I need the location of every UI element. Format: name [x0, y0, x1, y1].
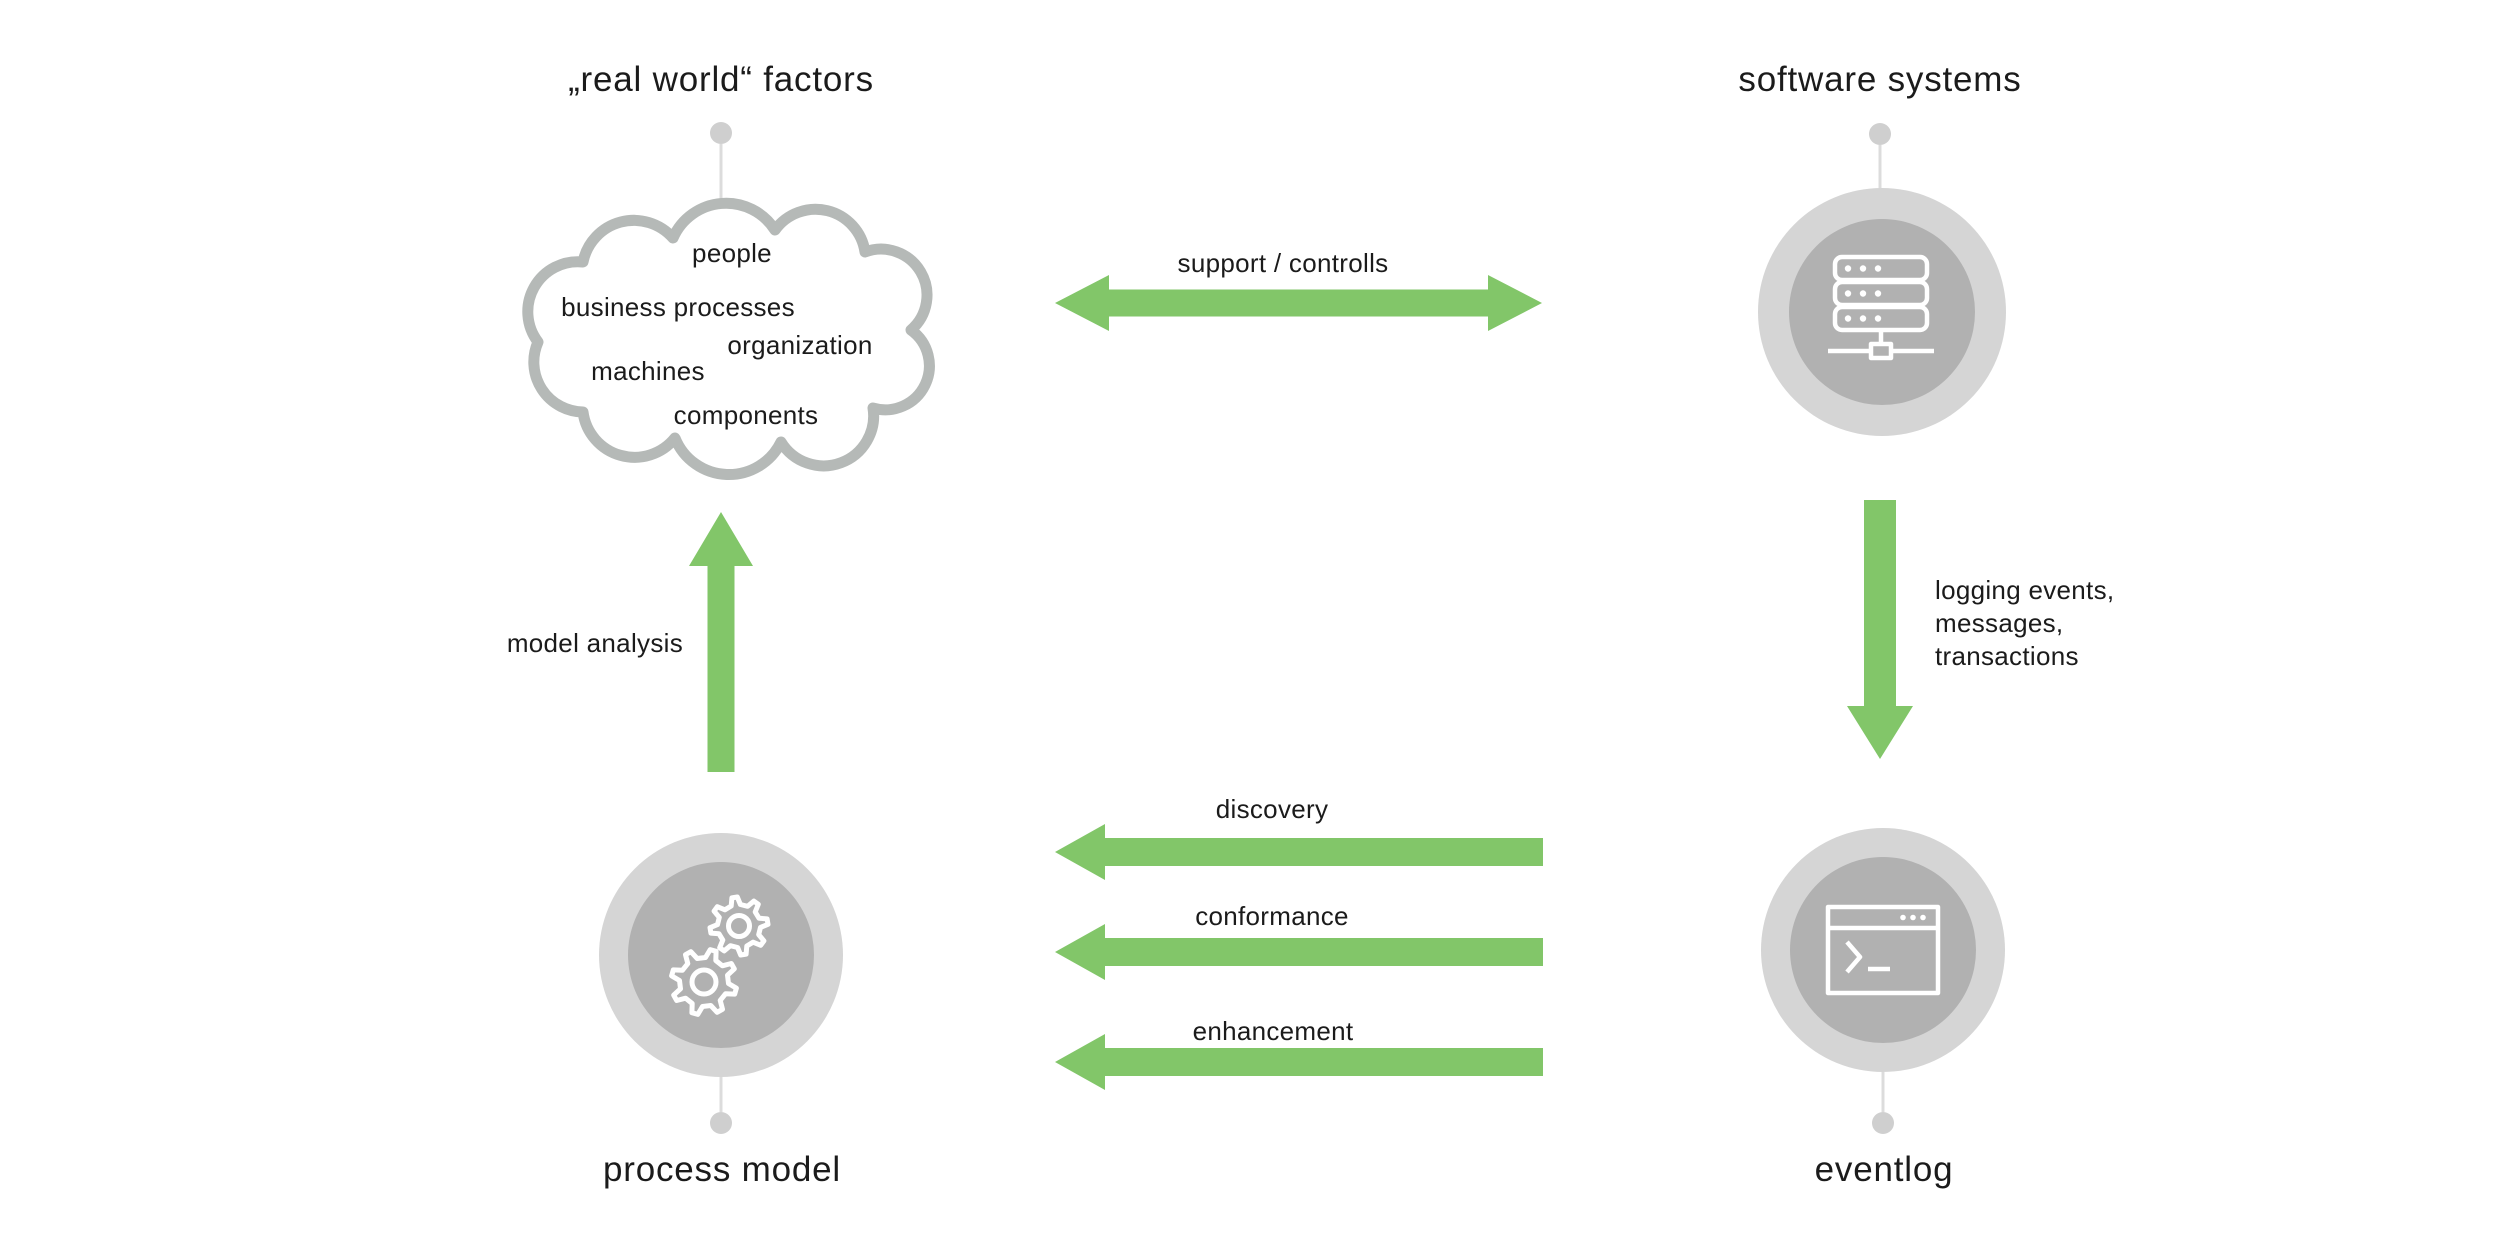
eventlog-pin-connector	[1872, 1072, 1894, 1134]
cloud-item-organization: organization	[727, 330, 873, 360]
cloud-item-machines: machines	[591, 356, 705, 386]
software-systems-pin-connector	[1869, 123, 1891, 190]
badge-inner-circle	[1789, 219, 1975, 405]
process-model-badge	[599, 833, 843, 1077]
support-controls-label: support / controlls	[1177, 248, 1389, 278]
enhancement-left-arrow	[1055, 1034, 1543, 1090]
conformance-left-arrow	[1055, 924, 1543, 980]
model-analysis-label: model analysis	[506, 628, 683, 658]
process-model-pin-connector	[710, 1077, 732, 1134]
logging-events-line-3: transactions	[1935, 641, 2079, 671]
cloud-shape	[522, 197, 935, 481]
terminal-window-icon	[1825, 904, 1941, 996]
software-systems-badge	[1758, 188, 2006, 436]
pin-dot	[710, 1112, 732, 1134]
cloud-item-people: people	[692, 238, 772, 268]
pin-dot	[710, 122, 732, 144]
logging-events-line-1: logging events,	[1935, 575, 2115, 605]
process-model-title: process model	[602, 1150, 842, 1189]
logging-down-arrow	[1847, 500, 1913, 759]
cloud-item-components: components	[673, 400, 819, 430]
eventlog-badge	[1761, 828, 2005, 1072]
pin-dot	[1872, 1112, 1894, 1134]
support-controls-double-arrow	[1055, 275, 1542, 331]
model-analysis-up-arrow	[689, 512, 753, 772]
cloud-item-business-processes: business processes	[561, 292, 795, 322]
logging-events-label: logging events, messages, transactions	[1935, 574, 2114, 673]
enhancement-label: enhancement	[1192, 1016, 1354, 1046]
conformance-label: conformance	[1195, 901, 1349, 931]
pin-dot	[1869, 123, 1891, 145]
software-systems-title: software systems	[1738, 60, 2022, 99]
discovery-left-arrow	[1055, 824, 1543, 880]
gears-icon	[669, 894, 771, 1017]
real-world-pin-connector	[710, 122, 732, 200]
discovery-label: discovery	[1215, 794, 1329, 824]
server-icon	[1828, 254, 1934, 361]
badge-inner-circle	[1790, 857, 1976, 1043]
logging-events-line-2: messages,	[1935, 608, 2064, 638]
eventlog-title: eventlog	[1814, 1150, 1954, 1189]
real-world-title: „real world“ factors	[568, 60, 874, 99]
badge-inner-circle	[628, 862, 814, 1048]
